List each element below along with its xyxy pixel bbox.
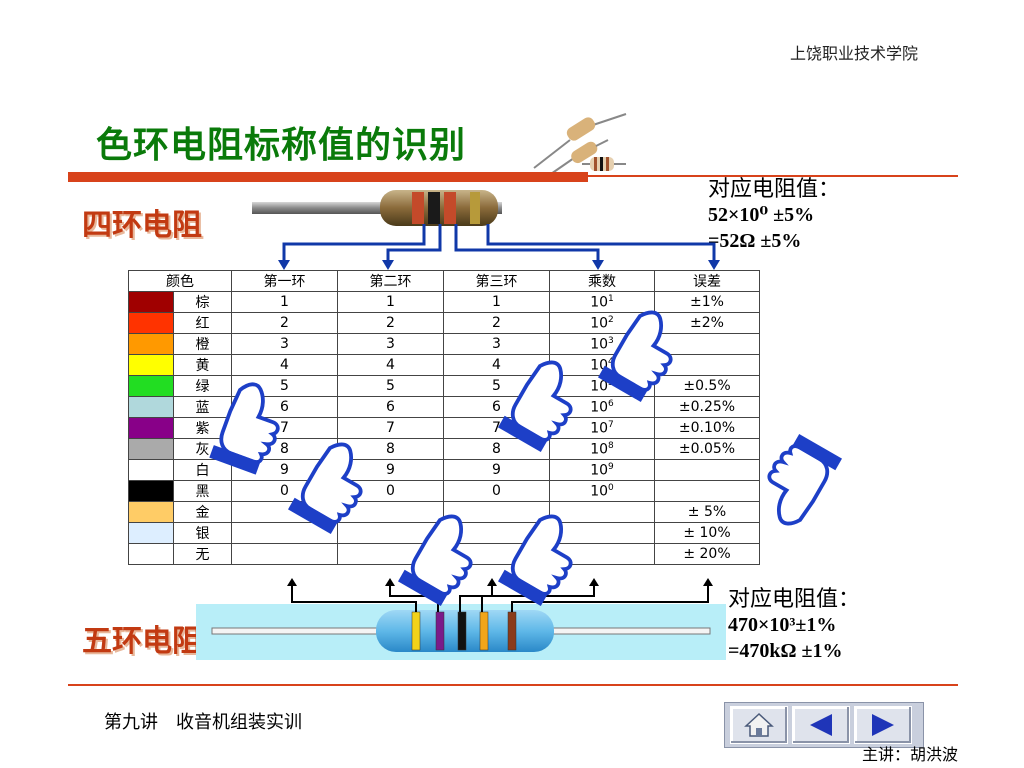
header-color: 颜色 (128, 270, 232, 292)
color-swatch (128, 291, 174, 313)
band-3 (444, 192, 456, 224)
band-4 (470, 192, 480, 224)
multiplier-exponent: 1 (608, 293, 614, 304)
table-header-row: 颜色 第一环 第二环 第三环 乘数 误差 (128, 270, 760, 292)
band-3 (457, 611, 467, 651)
multiplier-exponent: 0 (608, 482, 614, 493)
tolerance: ±1% (654, 291, 760, 313)
tolerance: ±0.05% (654, 438, 760, 460)
hand-icon-2 (286, 434, 381, 539)
hand-icon-6 (496, 506, 591, 611)
prev-arrow-icon (810, 714, 832, 736)
hand-icon-1 (207, 376, 293, 479)
four-result-title: 对应电阻值： (708, 176, 841, 201)
color-swatch (128, 354, 174, 376)
multiplier-exponent: 7 (608, 419, 614, 430)
five-band-result: 对应电阻值： 470×10³±1% =470kΩ ±1% (728, 586, 860, 664)
tolerance: ± 20% (654, 543, 760, 565)
header-band3: 第三环 (443, 270, 550, 292)
footer-divider (68, 684, 958, 686)
multiplier-base: 10 (590, 441, 609, 458)
home-icon (744, 712, 774, 737)
color-swatch (128, 459, 174, 481)
band-4 (479, 611, 489, 651)
slide-title: 色环电阻标称值的识别 (96, 124, 467, 166)
multiplier-base: 10 (590, 399, 609, 416)
color-name: 金 (173, 501, 232, 523)
multiplier-exponent: 8 (608, 440, 614, 451)
four-result-formula: 52×10⁰ ±5% (708, 204, 815, 226)
title-underline-thin (588, 175, 958, 177)
multiplier-base: 10 (590, 294, 609, 311)
multiplier-exponent: 4 (608, 356, 614, 367)
table-row: 绿555105±0.5% (128, 375, 760, 397)
next-slide-button[interactable] (854, 706, 912, 744)
five-result-value: =470kΩ ±1% (728, 640, 843, 662)
multiplier-exponent: 2 (608, 314, 614, 325)
institution-name: 上饶职业技术学院 (790, 44, 919, 63)
color-swatch (128, 438, 174, 460)
four-band-label: 四环电阻 (82, 208, 202, 243)
color-name: 蓝 (173, 396, 232, 418)
title-underline (68, 172, 588, 182)
multiplier-exponent: 3 (608, 335, 614, 346)
header-band2: 第二环 (337, 270, 444, 292)
hand-icon-3 (496, 352, 591, 457)
band-2 (435, 611, 445, 651)
home-button[interactable] (730, 706, 788, 744)
five-result-title: 对应电阻值： (728, 586, 861, 611)
five-band-resistor (196, 604, 726, 660)
five-result-formula: 470×10³±1% (728, 614, 837, 636)
multiplier-base: 10 (590, 462, 609, 479)
tolerance: ±0.10% (654, 417, 760, 439)
lecture-title: 第九讲 收音机组装实训 (104, 712, 302, 733)
table-row: 银± 10% (128, 522, 760, 544)
four-result-value: =52Ω ±5% (708, 230, 802, 252)
band-1 (412, 192, 424, 224)
hand-icon-7 (749, 429, 844, 534)
five-band-label: 五环电阻 (82, 624, 202, 659)
hand-icon-5 (396, 506, 491, 611)
previous-slide-button[interactable] (792, 706, 850, 744)
four-band-result: 对应电阻值： 52×10⁰ ±5% =52Ω ±5% (708, 176, 840, 254)
multiplier-exponent: 6 (608, 398, 614, 409)
multiplier-base: 10 (590, 420, 609, 437)
resistor-clipart-icon (533, 113, 627, 177)
color-name: 无 (173, 543, 232, 565)
four-band-resistor (252, 190, 502, 226)
color-swatch (128, 480, 174, 502)
next-arrow-icon (872, 714, 894, 736)
multiplier-base: 10 (590, 315, 609, 332)
lecturer-name: 主讲：胡洪波 (862, 745, 959, 764)
hand-icon-4 (596, 302, 691, 407)
multiplier-base: 10 (590, 336, 609, 353)
color-name: 绿 (173, 375, 232, 397)
color-swatch (128, 543, 174, 565)
multiplier-base: 10 (590, 378, 609, 395)
multiplier-exponent: 9 (608, 461, 614, 472)
multiplier-base: 10 (590, 483, 609, 500)
band-2 (428, 192, 440, 224)
